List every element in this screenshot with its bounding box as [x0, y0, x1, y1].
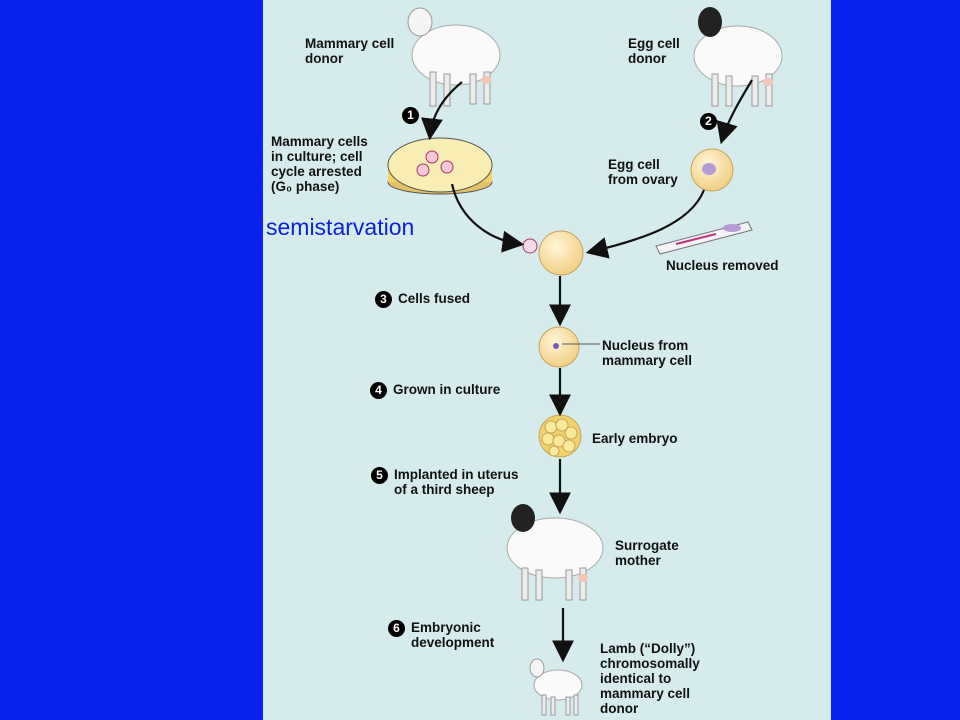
flow-arrows	[421, 79, 753, 663]
step-4: 4 Grown in culture	[370, 382, 500, 399]
nucleus-from-mammary-label: Nucleus from mammary cell	[602, 338, 693, 368]
egg-donor-label: Egg cell donor	[628, 36, 680, 66]
step-4-number: 4	[370, 382, 387, 399]
step-5: 5 Implanted in uterus of a third sheep	[371, 467, 519, 497]
step-5-number: 5	[371, 467, 388, 484]
mammary-cell-icon	[522, 238, 538, 254]
step-6-number: 6	[388, 620, 405, 637]
surrogate-label: Surrogate mother	[615, 538, 679, 568]
mammary-culture-label: Mammary cells in culture; cell cycle arr…	[271, 134, 368, 194]
step-6-label: Embryonic development	[411, 620, 495, 650]
step-1-number: 1	[402, 107, 419, 124]
nucleus-removed-label: Nucleus removed	[666, 258, 779, 273]
semistarvation-annotation: semistarvation	[266, 214, 415, 240]
early-embryo-icon	[538, 414, 582, 458]
egg-nucleus-icon	[702, 163, 716, 175]
step-2-number: 2	[700, 113, 717, 130]
egg-from-ovary-label: Egg cell from ovary	[608, 157, 678, 187]
step-3-label: Cells fused	[398, 291, 471, 306]
petri-dish-icon	[387, 137, 493, 195]
lamb-label: Lamb (“Dolly”) chromosomally identical t…	[600, 641, 700, 716]
step-5-label: Implanted in uterus of a third sheep	[394, 467, 519, 497]
step-1: 1	[402, 107, 425, 124]
surrogate-sheep-icon	[506, 504, 604, 601]
mammary-donor-sheep-icon	[407, 7, 501, 107]
step-6: 6 Embryonic development	[388, 620, 494, 650]
mammary-donor-label: Mammary cell donor	[305, 36, 395, 66]
step-3-number: 3	[375, 291, 392, 308]
fused-nucleus-icon	[553, 343, 559, 349]
pipette-icon	[655, 221, 753, 255]
step-2: 2	[700, 113, 723, 130]
egg-donor-sheep-icon	[693, 7, 783, 107]
step-4-label: Grown in culture	[393, 382, 501, 397]
step-3: 3 Cells fused	[375, 291, 470, 308]
early-embryo-label: Early embryo	[592, 431, 678, 446]
enucleated-egg-icon	[538, 230, 584, 276]
lamb-icon	[529, 658, 583, 716]
fused-cell-icon	[538, 326, 580, 368]
